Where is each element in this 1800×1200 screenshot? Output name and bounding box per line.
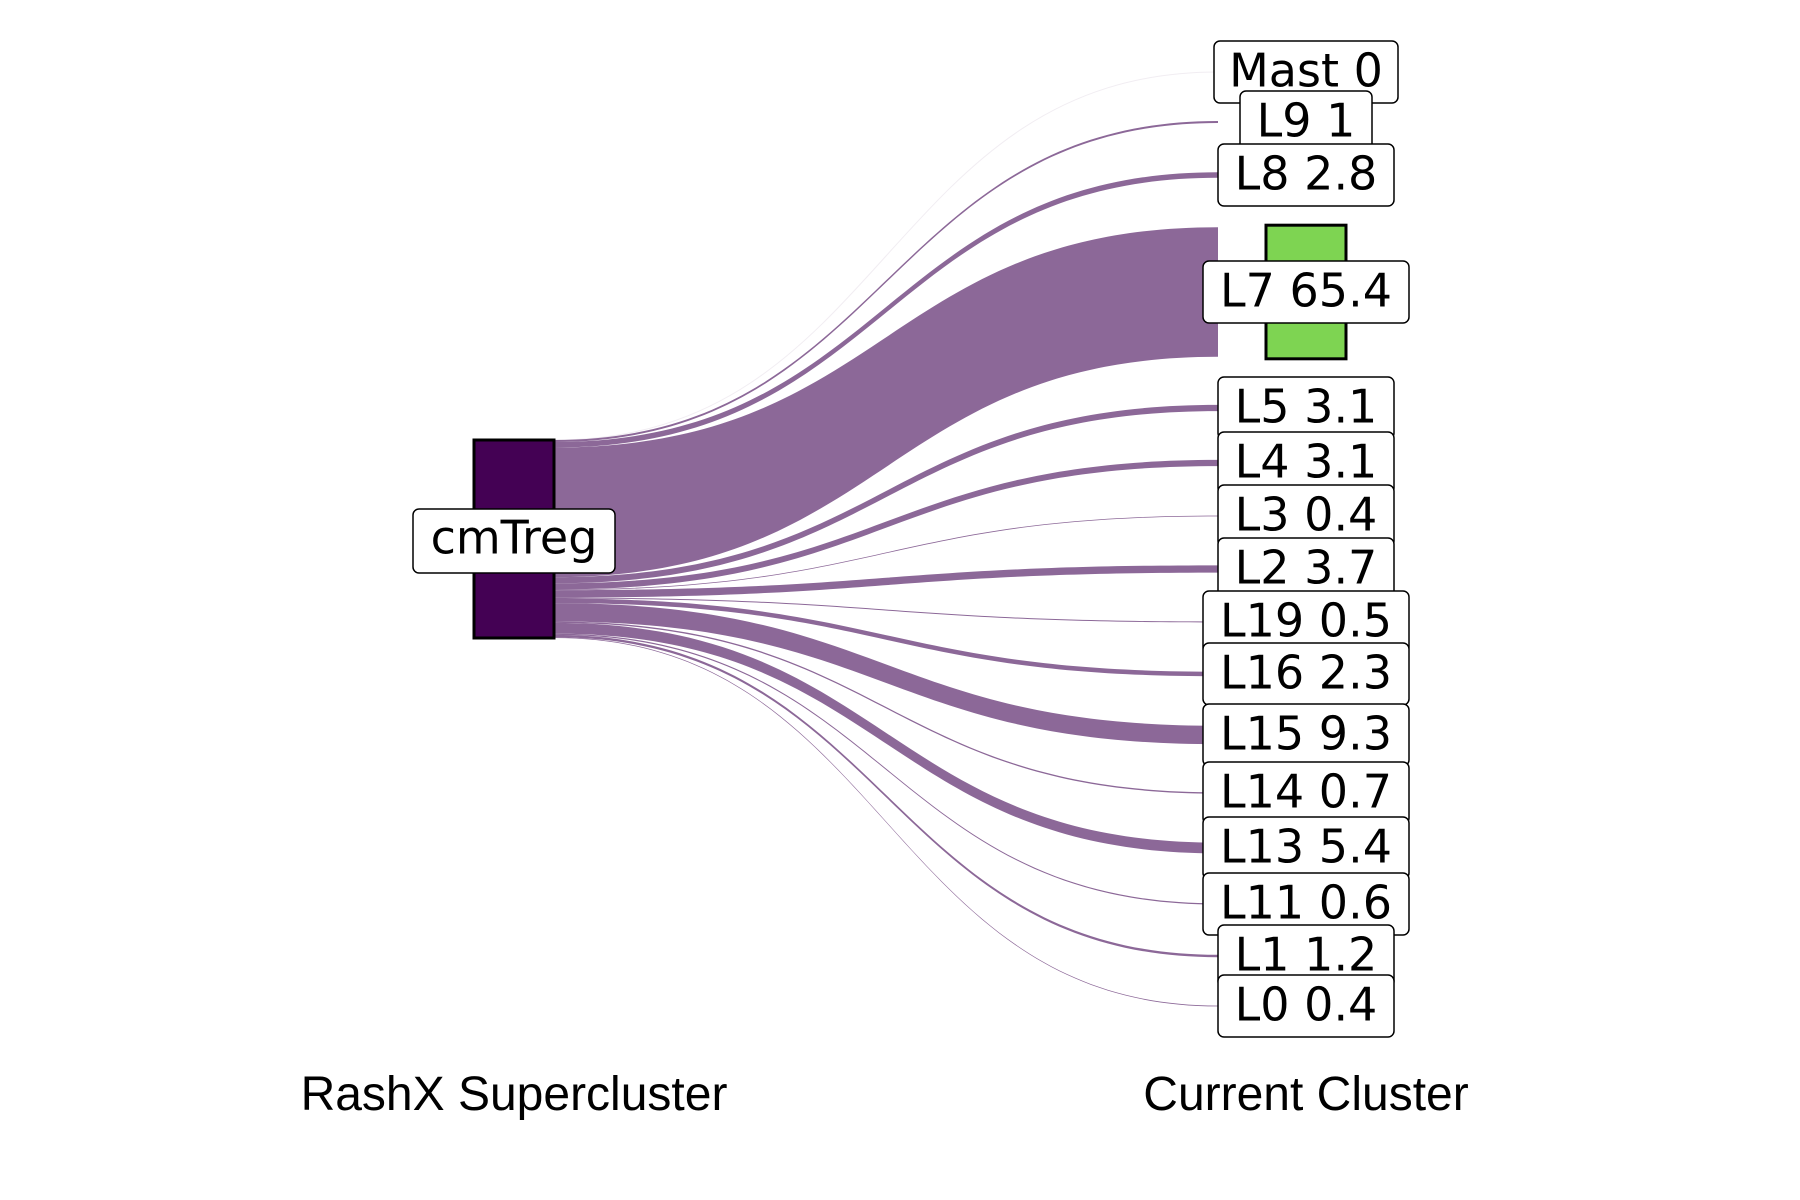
target-label: L16 2.3: [1220, 646, 1392, 700]
target-node-l7: L7 65.4: [1202, 260, 1410, 324]
flow-l16: [554, 598, 1218, 677]
flow-mast: [553, 71, 1219, 441]
flow-l4: [554, 459, 1218, 590]
target-label: L7 65.4: [1220, 264, 1392, 318]
target-layer: Mast 0L9 1L8 2.8 L7 65.4 L5 3.1L4 3.1L3 0.…: [1202, 40, 1410, 1038]
source-label-box: [412, 508, 616, 574]
target-node-l0: L0 0.4: [1217, 974, 1395, 1038]
flow-l0: [554, 637, 1218, 1007]
flow-l7: [554, 227, 1218, 578]
flow-l14: [554, 621, 1218, 794]
target-label: L0 0.4: [1235, 978, 1378, 1032]
target-label: L2 3.7: [1235, 541, 1378, 595]
right-axis-label: Current Cluster: [1143, 1068, 1468, 1121]
target-label: L15 9.3: [1220, 707, 1392, 761]
target-label: L13 5.4: [1220, 820, 1392, 874]
target-node-l2: L2 3.7: [1217, 537, 1395, 601]
target-label-box: [1217, 974, 1395, 1038]
target-node-l8: L8 2.8: [1217, 143, 1395, 207]
target-label: L3 0.4: [1235, 488, 1378, 542]
flow-layer: [553, 71, 1219, 1007]
left-axis-label: RashX Supercluster: [301, 1068, 728, 1121]
source-label: cmTreg: [431, 511, 598, 565]
target-node-l15: L15 9.3: [1202, 703, 1410, 767]
target-label: L8 2.8: [1235, 147, 1378, 201]
target-label: Mast 0: [1229, 44, 1383, 98]
target-label-box: [1217, 143, 1395, 207]
target-node-mast: Mast 0: [1213, 40, 1399, 104]
flow-l15: [554, 603, 1218, 745]
target-node-l14: L14 0.7: [1202, 761, 1410, 825]
flow-l11: [554, 633, 1218, 905]
flow-l2: [554, 565, 1218, 598]
target-label: L5 3.1: [1235, 380, 1378, 434]
target-label: L11 0.6: [1220, 876, 1392, 930]
target-label: L14 0.7: [1220, 765, 1392, 819]
target-node-l13: L13 5.4: [1202, 816, 1410, 880]
target-node-l1: L1 1.2: [1217, 924, 1395, 988]
flow-l5: [554, 404, 1218, 584]
flow-l8: [554, 172, 1218, 448]
node-layer: cmTreg: [412, 438, 616, 640]
flow-l19: [554, 597, 1218, 623]
target-label: L1 1.2: [1235, 928, 1378, 982]
target-label: L9 1: [1257, 94, 1356, 148]
target-label: L4 3.1: [1235, 435, 1378, 489]
flow-l9: [554, 121, 1218, 442]
flow-l13: [554, 622, 1218, 854]
target-node-l16: L16 2.3: [1202, 642, 1410, 706]
flow-l3: [554, 515, 1218, 591]
target-node-l3: L3 0.4: [1217, 484, 1395, 548]
target-label-box: [1202, 260, 1410, 324]
target-node-l5: L5 3.1: [1217, 376, 1395, 440]
target-label: L19 0.5: [1220, 594, 1392, 648]
target-node-l11: L11 0.6: [1202, 872, 1410, 936]
flow-l1: [554, 634, 1218, 958]
target-node-l4: L4 3.1: [1217, 431, 1395, 495]
target-node-l19: L19 0.5: [1202, 590, 1410, 654]
